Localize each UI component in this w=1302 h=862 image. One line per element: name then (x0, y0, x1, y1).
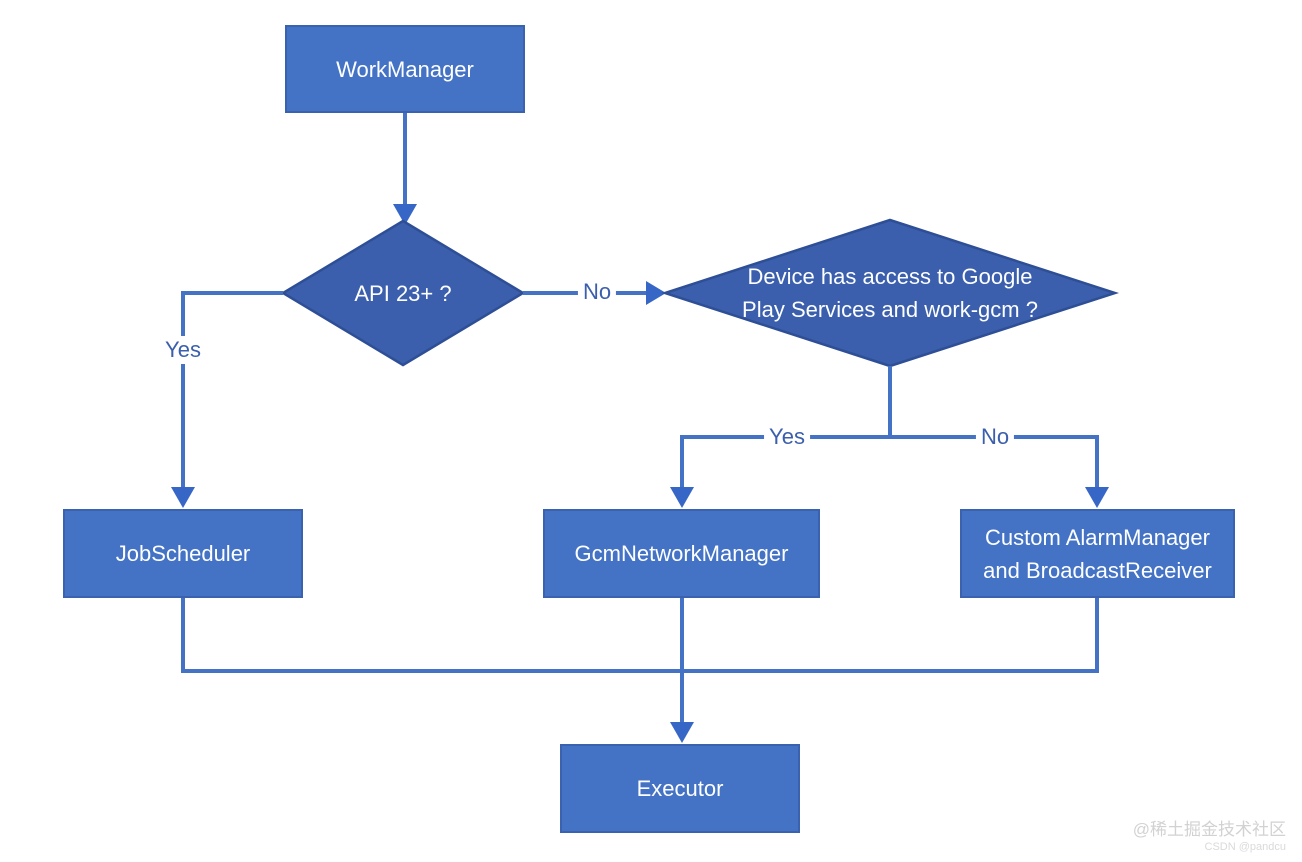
decision-diamond-gps (660, 218, 1120, 368)
jobscheduler-node: JobScheduler (63, 509, 303, 598)
gcm-network-manager-label: GcmNetworkManager (574, 541, 789, 566)
arrowhead-gcm (670, 487, 694, 508)
arrowhead-custom-alarm (1085, 487, 1109, 508)
edge-label-api-no: No (577, 278, 617, 306)
edge-label-gps-yes: Yes (764, 423, 810, 451)
edge-api-yes-to-jobscheduler (181, 291, 283, 490)
watermark-community: @稀土掘金技术社区 (1132, 820, 1286, 839)
arrowhead-executor (670, 722, 694, 743)
arrowhead-api-decision (393, 204, 417, 225)
arrowhead-gps-decision (646, 281, 666, 305)
edge-label-api-yes: Yes (160, 336, 206, 364)
arrowhead-jobscheduler (171, 487, 195, 508)
gcm-network-manager-node: GcmNetworkManager (543, 509, 820, 598)
executor-node: Executor (560, 744, 800, 833)
custom-alarm-label-line2: and BroadcastReceiver (983, 557, 1212, 583)
executor-label: Executor (636, 776, 724, 801)
workmanager-node: WorkManager (285, 25, 525, 113)
edge-label-gps-no: No (975, 423, 1015, 451)
custom-alarm-label-line1: Custom AlarmManager (985, 524, 1210, 550)
decision-diamond-api (280, 219, 526, 367)
watermark-author: CSDN @pandcu (1204, 841, 1286, 854)
jobscheduler-label: JobScheduler (115, 541, 251, 566)
custom-alarm-node: Custom AlarmManager and BroadcastReceive… (960, 509, 1235, 598)
watermark: @稀土掘金技术社区 CSDN @pandcu (1133, 819, 1286, 855)
workmanager-label: WorkManager (336, 56, 474, 82)
